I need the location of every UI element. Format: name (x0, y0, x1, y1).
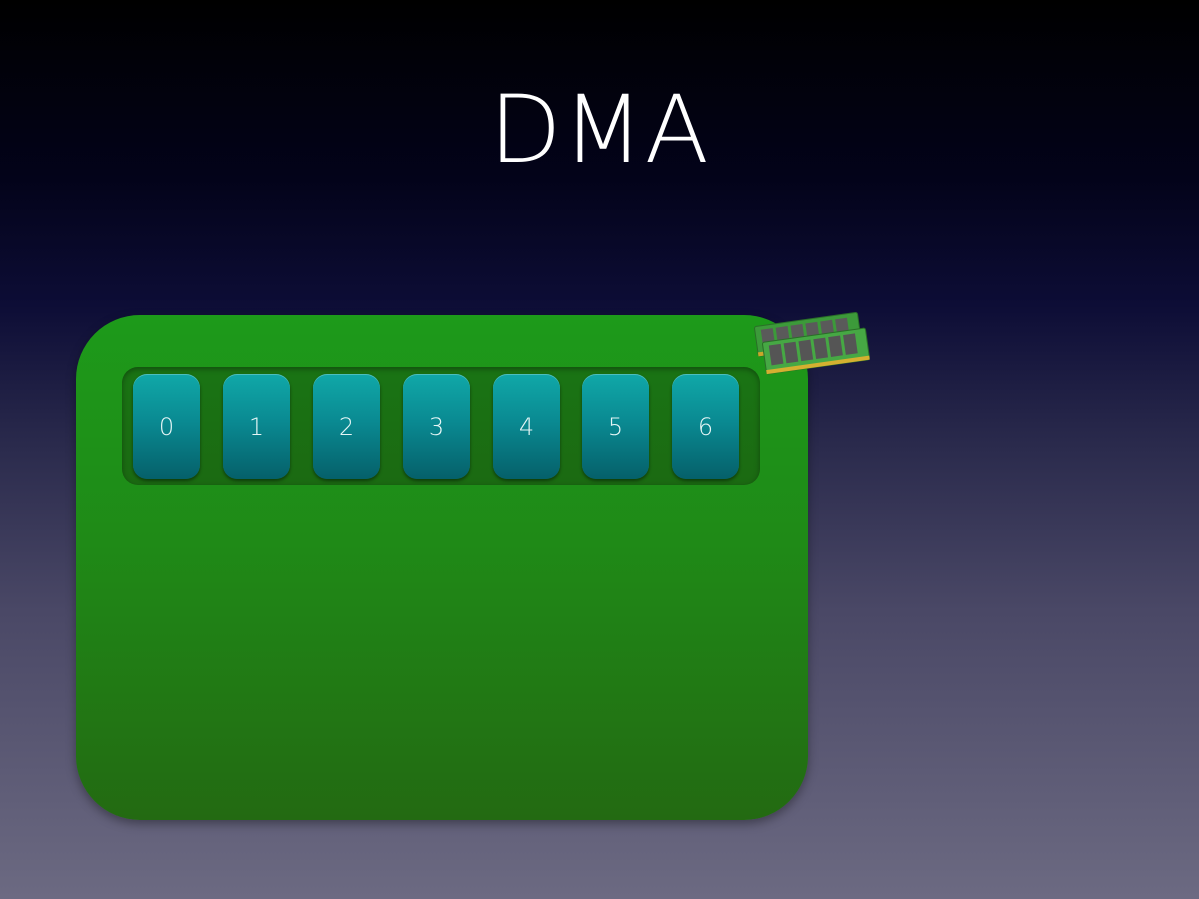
buffer-slot-2: 2 (313, 374, 380, 479)
slot-label: 3 (428, 412, 445, 441)
slot-label: 6 (697, 412, 714, 441)
device-box: 0 1 2 3 4 5 6 (76, 315, 808, 820)
slide-title: DMA (489, 76, 710, 185)
ram-module-icon (754, 311, 870, 375)
buffer-slot-0: 0 (133, 374, 200, 479)
ring-buffer: 0 1 2 3 4 5 6 (122, 367, 760, 485)
buffer-slot-6: 6 (672, 374, 739, 479)
slot-label: 1 (248, 412, 265, 441)
buffer-slot-3: 3 (403, 374, 470, 479)
slot-label: 2 (338, 412, 355, 441)
buffer-slot-5: 5 (582, 374, 649, 479)
slot-label: 0 (158, 412, 175, 441)
buffer-slot-4: 4 (493, 374, 560, 479)
slot-label: 5 (607, 412, 624, 441)
slot-label: 4 (518, 412, 535, 441)
buffer-slot-1: 1 (223, 374, 290, 479)
